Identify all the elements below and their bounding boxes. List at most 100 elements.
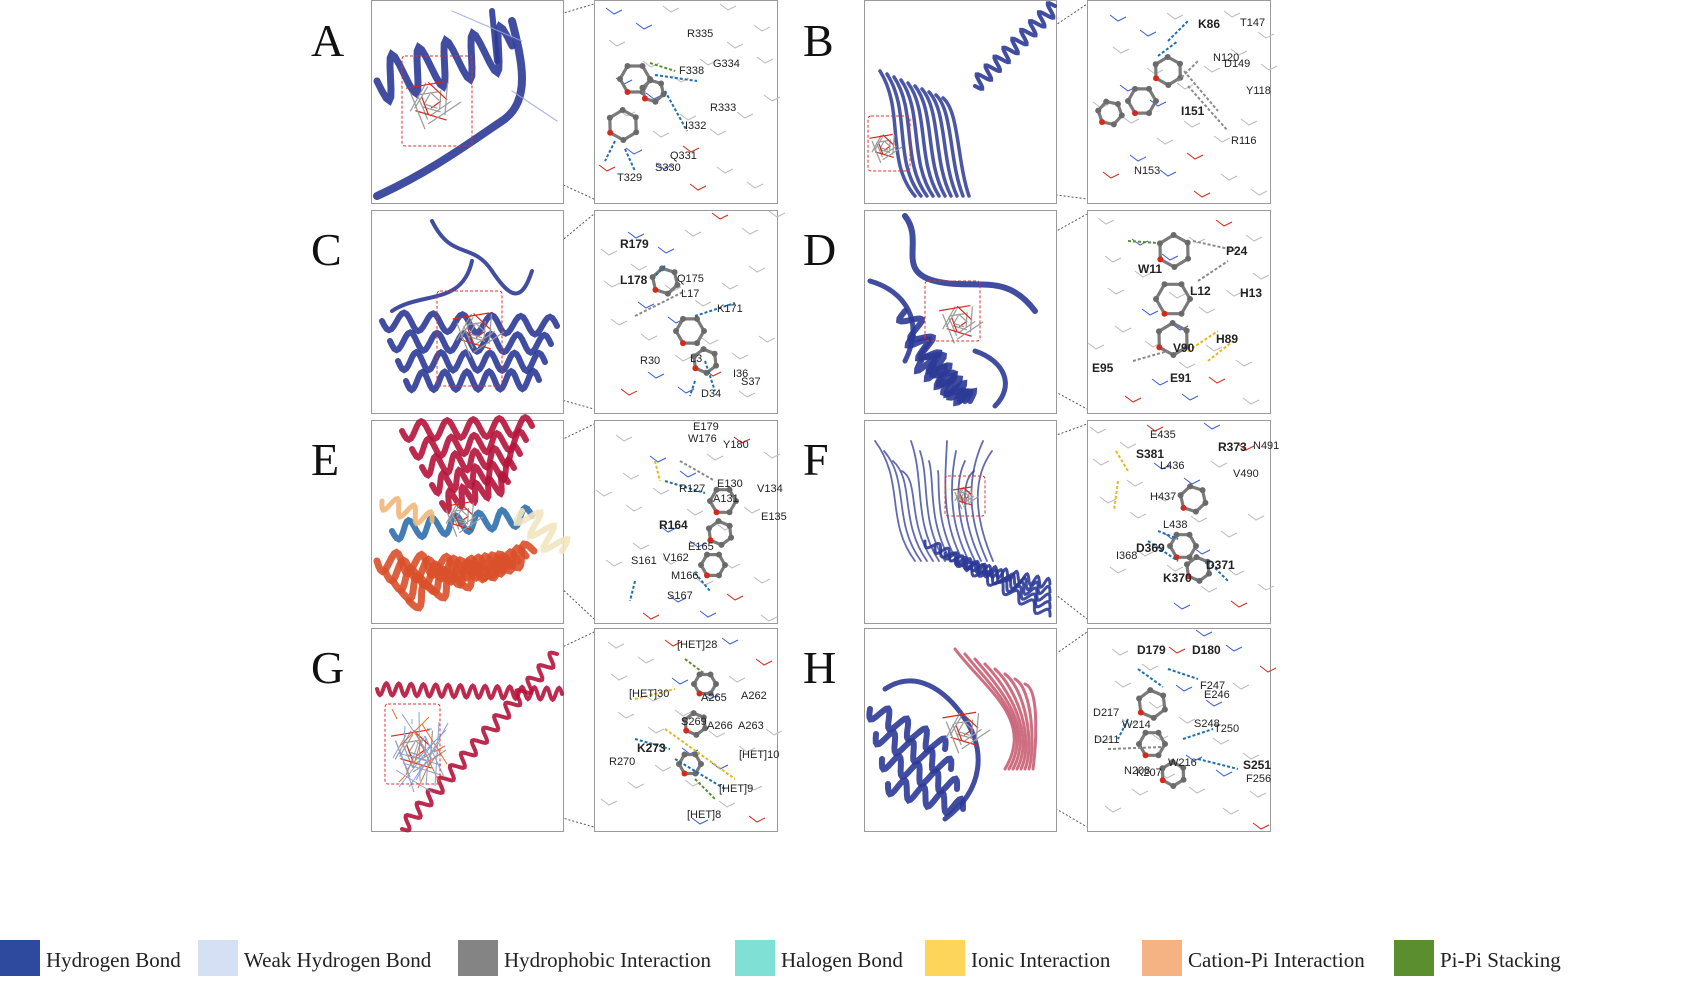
residue-stick — [1168, 646, 1186, 654]
interaction-dash — [1115, 450, 1129, 472]
interaction-legend: Hydrogen Bond Weak Hydrogen Bond Hydroph… — [0, 940, 1693, 980]
structure-render — [600, 210, 786, 398]
residue-stick — [662, 557, 680, 565]
interaction-dash — [654, 74, 698, 82]
residue-stick — [1161, 253, 1179, 261]
ligand-atom — [664, 290, 671, 297]
ligand-stick — [460, 515, 477, 528]
residue-stick — [689, 183, 707, 191]
residue-stick — [1114, 325, 1132, 333]
residue-stick — [760, 614, 778, 622]
residue-stick — [1099, 496, 1117, 504]
residue-stick — [711, 212, 729, 220]
residue-stick — [1129, 154, 1147, 162]
ligand-stick — [956, 305, 973, 321]
ligand-stick — [415, 722, 449, 781]
ligand-atom — [681, 751, 688, 758]
ligand-atom — [1147, 687, 1154, 694]
residue-label: D149 — [1224, 58, 1251, 70]
residue-stick — [1121, 718, 1139, 726]
ligand-atom — [1206, 570, 1213, 577]
residue-label: S167 — [667, 590, 693, 602]
residue-stick — [755, 658, 773, 666]
interaction-dash — [664, 728, 736, 780]
interaction-dash — [654, 265, 666, 277]
ligand-atom — [1142, 752, 1149, 759]
residue-stick — [1141, 663, 1159, 671]
residue-label: S269 — [681, 716, 707, 728]
ligand-stick — [470, 333, 483, 339]
protein-ribbon — [489, 8, 500, 64]
ligand-stick — [457, 517, 467, 522]
ligand-stick — [963, 495, 975, 504]
ligand-stick — [408, 741, 416, 754]
ligand-atom — [718, 541, 725, 548]
residue-stick — [1245, 234, 1263, 242]
helix-ribbon — [399, 413, 535, 444]
protein-ribbon — [972, 348, 1008, 409]
residue-stick — [1159, 169, 1177, 177]
residue-label: N208 — [1124, 765, 1151, 777]
residue-stick — [1156, 494, 1174, 502]
residue-label: H89 — [1216, 332, 1239, 346]
legend-swatch — [1394, 940, 1434, 976]
residue-stick — [640, 333, 658, 341]
residue-label: [HET]8 — [687, 809, 722, 821]
ligand-atom — [1161, 310, 1168, 317]
residue-label: D371 — [1206, 558, 1235, 572]
ligand-atom — [1165, 81, 1172, 88]
ligand-stick — [429, 730, 434, 764]
ligand-atom — [1171, 263, 1178, 270]
ligand-stick — [954, 491, 963, 510]
ligand-stick — [449, 522, 473, 531]
residue-stick — [741, 227, 759, 235]
residue-stick — [647, 726, 665, 734]
panel-d-overview — [864, 210, 1057, 414]
binding-site-box — [436, 290, 503, 387]
residue-stick — [674, 709, 692, 717]
ligand-atom — [681, 716, 688, 723]
ligand-stick — [878, 143, 884, 155]
ligand-stick — [945, 309, 958, 328]
ligand-atom — [1152, 61, 1159, 68]
ligand-atom — [1118, 112, 1125, 119]
interaction-dash — [604, 140, 616, 162]
ligand-atom — [700, 714, 707, 721]
ligand-atom — [1156, 240, 1163, 247]
ligand-stick — [952, 486, 972, 491]
ligand-atom — [690, 710, 697, 717]
ligand-atom — [1156, 344, 1163, 351]
ligand-stick — [961, 712, 979, 729]
residue-stick — [1104, 255, 1122, 263]
residue-label: L12 — [1190, 284, 1211, 298]
protein-ribbon — [390, 259, 474, 313]
residue-stick — [652, 487, 670, 495]
residue-stick — [625, 147, 643, 155]
interaction-dash — [1207, 340, 1234, 362]
structure-render — [1094, 629, 1277, 830]
legend-swatch — [458, 940, 498, 976]
structure-render — [867, 1, 1057, 198]
ligand-atom — [1192, 508, 1199, 515]
interaction-dash — [1137, 668, 1164, 688]
ligand-stick — [874, 136, 884, 151]
panel-letter-e: E — [311, 434, 340, 485]
interaction-dash — [634, 290, 686, 317]
helix-ribbon — [963, 560, 1052, 589]
protein-ribbon — [1003, 672, 1031, 771]
residue-label: W214 — [1122, 719, 1151, 731]
residue-stick — [1203, 65, 1221, 73]
ligand-atom — [1095, 107, 1102, 114]
residue-stick — [620, 388, 638, 396]
interaction-dash — [694, 302, 736, 317]
residue-label: H13 — [1240, 286, 1263, 300]
interaction-dash — [664, 90, 688, 132]
residue-label: T147 — [1240, 17, 1266, 29]
residue-stick — [1168, 291, 1186, 299]
ligand-atom — [658, 80, 665, 87]
ligand-atom — [1170, 351, 1177, 358]
residue-stick — [647, 371, 665, 379]
ligand-atom — [1193, 554, 1200, 561]
